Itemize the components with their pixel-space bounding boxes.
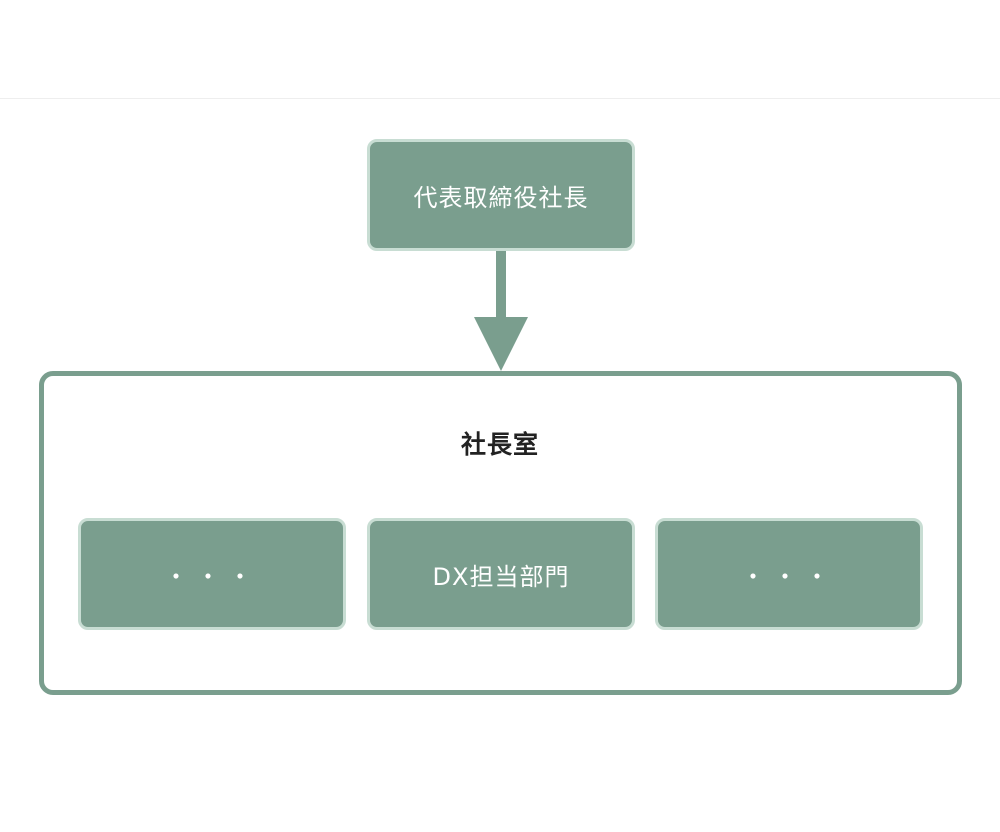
top-divider (0, 98, 1000, 99)
child-node-left-label: ・・・ (164, 562, 260, 591)
arrow-head (474, 317, 528, 371)
child-node-right-label: ・・・ (741, 562, 837, 591)
dx-department-label: DX担当部門 (432, 562, 570, 591)
presidents-office-title: 社長室 (460, 430, 539, 459)
child-node-left: ・・・ (78, 518, 346, 630)
arrow-shaft (496, 251, 506, 321)
child-node-right: ・・・ (655, 518, 923, 630)
ceo-node-label: 代表取締役社長 (413, 183, 589, 212)
dx-department-node: DX担当部門 (367, 518, 635, 630)
down-arrow-connector (474, 251, 528, 371)
ceo-node: 代表取締役社長 (367, 139, 635, 251)
